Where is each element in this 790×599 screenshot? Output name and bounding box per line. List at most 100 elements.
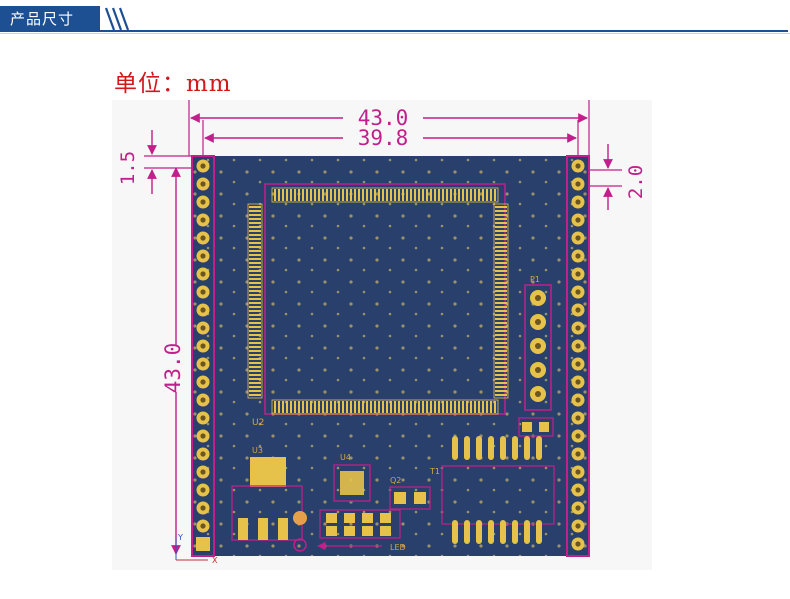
u3-pin-3: [278, 518, 288, 540]
qfp-pin: [249, 290, 261, 292]
qfp-pin: [249, 350, 261, 352]
t1-pin: [488, 436, 494, 460]
qfp-pin: [302, 401, 304, 413]
qfp-pin: [362, 189, 364, 201]
header-pin-square: [196, 537, 210, 551]
header-pin-hole: [200, 505, 206, 511]
q2-pad-b: [414, 492, 426, 504]
qfp-pin: [390, 189, 392, 201]
header-pin-hole: [200, 397, 206, 403]
led-resistor-pads: [326, 513, 391, 536]
u4-chip: [340, 471, 364, 495]
qfp-pin: [249, 326, 261, 328]
qfp-pin: [495, 302, 507, 304]
header-pin-hole: [200, 415, 206, 421]
header-pin-hole: [200, 487, 206, 493]
qfp-pin: [446, 401, 448, 413]
qfp-pin: [495, 394, 507, 396]
header-pin-hole: [575, 343, 581, 349]
qfp-pin: [362, 401, 364, 413]
qfp-pin: [294, 401, 296, 413]
qfp-pin: [495, 290, 507, 292]
header-pin-hole: [200, 289, 206, 295]
header-pin-hole: [200, 325, 206, 331]
qfp-pin: [249, 334, 261, 336]
header-pin-hole: [200, 451, 206, 457]
header-pin-hole: [575, 451, 581, 457]
qfp-pin: [402, 189, 404, 201]
qfp-pin: [418, 189, 420, 201]
header-pin-hole: [200, 163, 206, 169]
qfp-pin: [249, 322, 261, 324]
qfp-pin: [495, 342, 507, 344]
qfp-pin: [314, 401, 316, 413]
qfp-pin: [330, 189, 332, 201]
header-pin-hole: [575, 523, 581, 529]
q2-outline: [389, 486, 431, 510]
t1-pin: [464, 520, 470, 544]
qfp-pin: [318, 189, 320, 201]
qfp-pin: [466, 401, 468, 413]
qfp-pin: [370, 189, 372, 201]
qfp-pin: [495, 322, 507, 324]
qfp-pin: [249, 306, 261, 308]
qfp-pin: [334, 401, 336, 413]
led-pad: [326, 513, 337, 523]
qfp-pin: [438, 189, 440, 201]
header-pin-hole: [575, 271, 581, 277]
qfp-pin: [470, 189, 472, 201]
t1-pin: [476, 520, 482, 544]
header-pin-hole: [200, 271, 206, 277]
fiducial-marker: [293, 538, 307, 552]
qfp-pin: [374, 401, 376, 413]
header-pin-hole: [575, 487, 581, 493]
small-pad-b: [539, 422, 549, 432]
qfp-pin: [249, 218, 261, 220]
qfp-pin: [495, 206, 507, 208]
qfp-pin: [495, 222, 507, 224]
u4-label: U4: [340, 453, 351, 462]
qfp-pin: [495, 318, 507, 320]
led-pad: [380, 526, 391, 536]
qfp-pin: [470, 401, 472, 413]
unit-label: 单位：mm: [114, 71, 232, 97]
led-resistor-group: [319, 509, 401, 539]
u2-label: U2: [252, 418, 264, 428]
header-pin-hole: [575, 289, 581, 295]
qfp-pin: [346, 401, 348, 413]
qfp-pin: [294, 189, 296, 201]
qfp-pin: [274, 401, 276, 413]
qfp-pin: [495, 282, 507, 284]
qfp-pin: [378, 189, 380, 201]
header-pin-hole: [575, 217, 581, 223]
qfp-pin: [358, 189, 360, 201]
qfp-pin: [249, 378, 261, 380]
qfp-pin: [249, 234, 261, 236]
qfp-pin: [495, 346, 507, 348]
qfp-pin: [249, 250, 261, 252]
qfp-pin: [434, 401, 436, 413]
right-header-pins: [571, 159, 585, 551]
qfp-pin: [249, 342, 261, 344]
qfp-pin: [494, 189, 496, 201]
qfp-pin: [462, 401, 464, 413]
qfp-pin: [326, 401, 328, 413]
qfp-pin: [249, 238, 261, 240]
qfp-pin: [474, 401, 476, 413]
t1-pin: [452, 436, 458, 460]
qfp-pin: [495, 386, 507, 388]
t1-pins: [452, 436, 542, 460]
qfp-pin: [386, 401, 388, 413]
led-label: LED: [390, 543, 406, 552]
qfp-pin: [458, 189, 460, 201]
qfp-pin: [298, 189, 300, 201]
header-pin-hole: [575, 253, 581, 259]
small-pad-group: [518, 417, 554, 437]
qfp-pin: [495, 310, 507, 312]
qfp-pin: [495, 374, 507, 376]
qfp-pin: [410, 401, 412, 413]
qfp-pin: [495, 366, 507, 368]
qfp-pin: [249, 362, 261, 364]
led-pad: [380, 513, 391, 523]
t1-pins-bottom: [452, 520, 542, 544]
